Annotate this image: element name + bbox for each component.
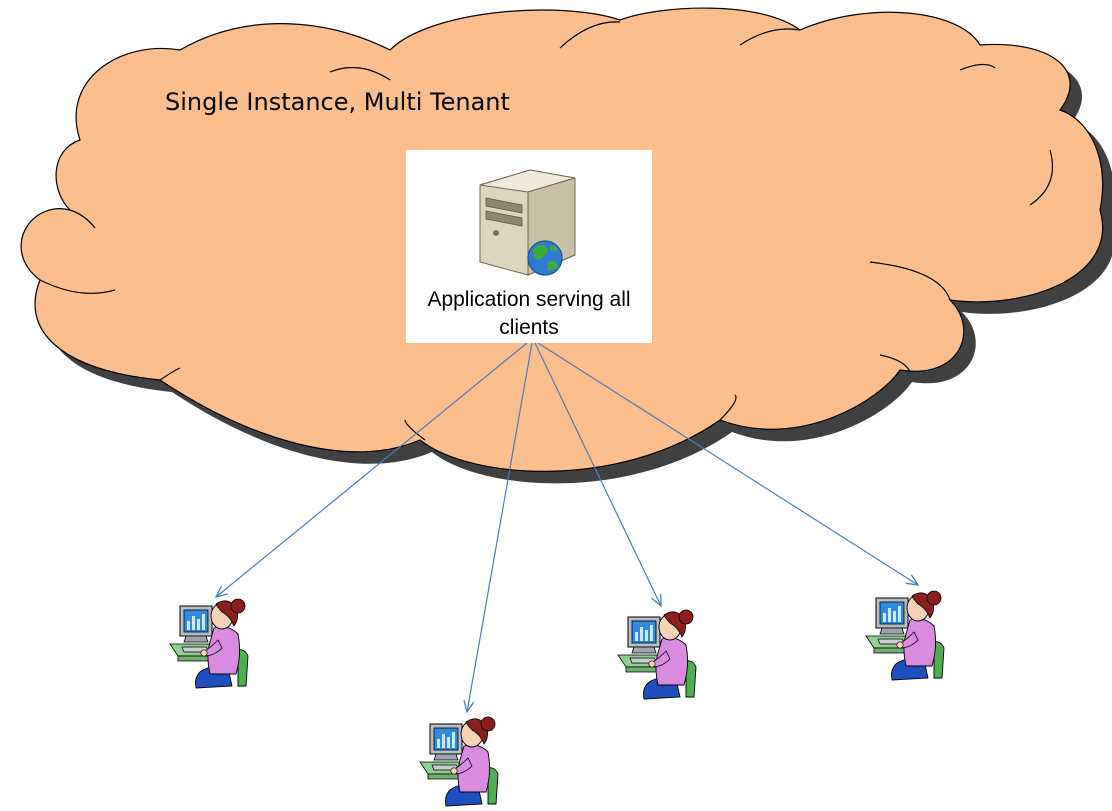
application-server-node: Application serving all clients: [406, 150, 652, 343]
user-at-computer-icon: [617, 609, 697, 700]
client-4: [865, 590, 945, 681]
client-3: [617, 609, 697, 700]
server-label-line2: clients: [499, 316, 559, 339]
user-at-computer-icon: [865, 590, 945, 681]
user-at-computer-icon: [419, 716, 499, 807]
user-at-computer-icon: [169, 598, 249, 689]
connector-client-3: [534, 342, 662, 608]
web-server-globe-icon: [479, 169, 576, 276]
client-2: [419, 716, 499, 807]
client-1: [169, 598, 249, 689]
connector-client-1: [214, 342, 528, 598]
connector-client-4: [537, 342, 920, 586]
server-label-line1: Application serving all: [427, 288, 630, 311]
cloud-title: Single Instance, Multi Tenant: [165, 88, 510, 116]
connector-client-2: [463, 342, 533, 714]
connectors: [214, 342, 920, 714]
cloud-inner-arcs: [39, 21, 1054, 441]
